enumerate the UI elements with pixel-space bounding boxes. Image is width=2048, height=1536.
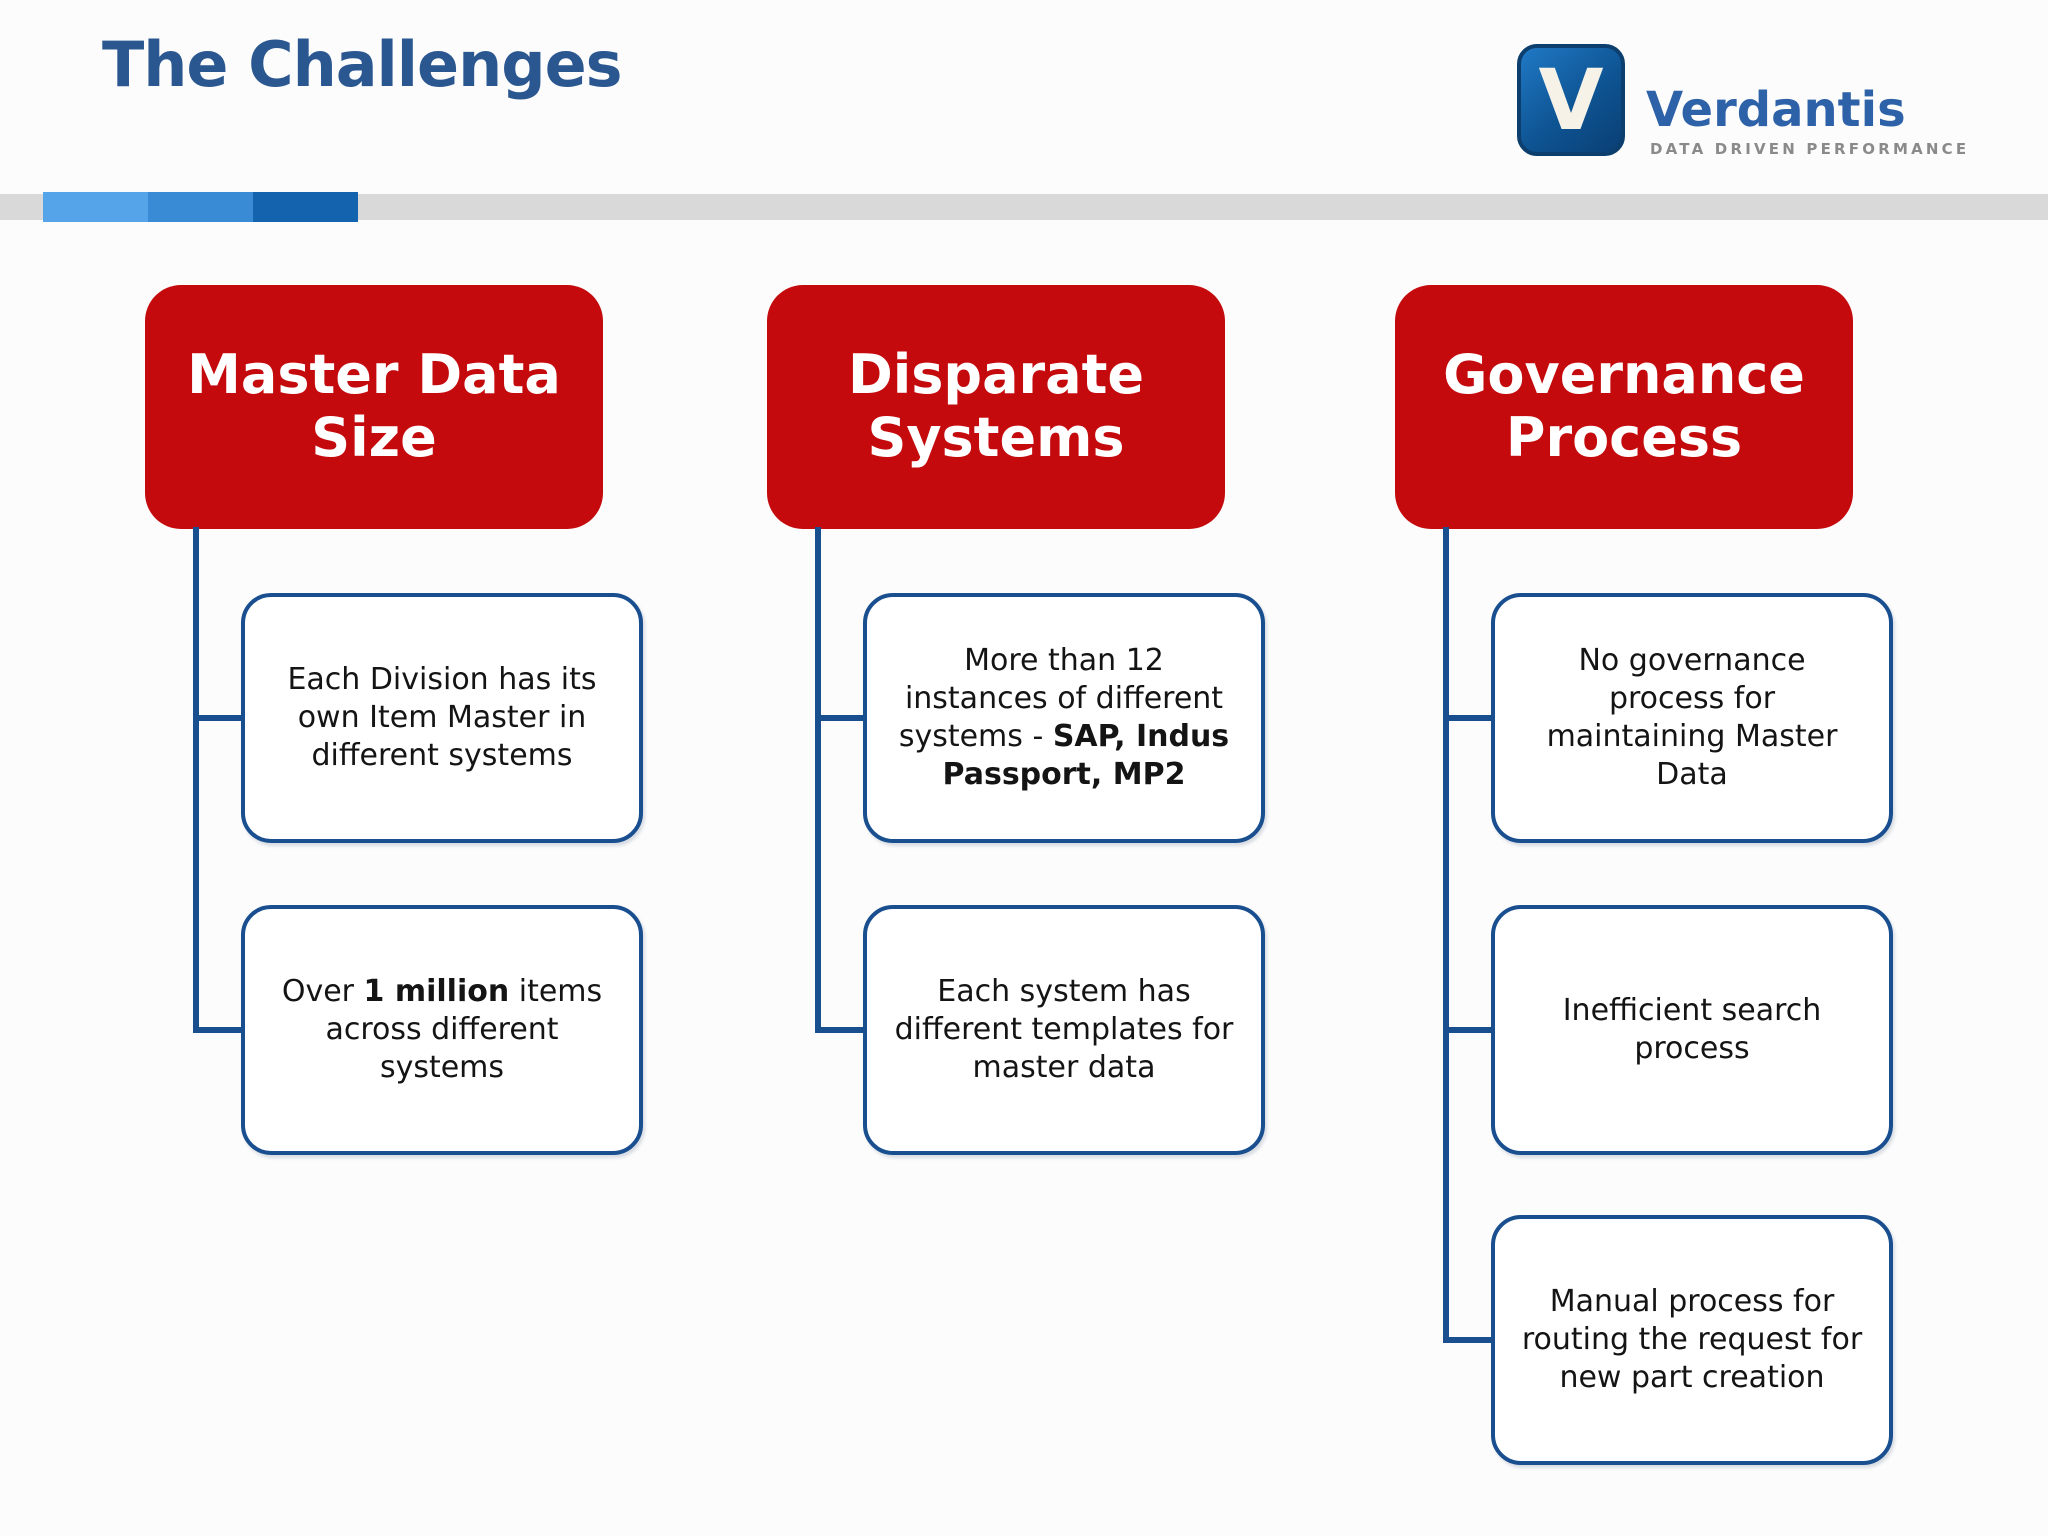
accent-bar-segment-3 bbox=[253, 192, 358, 222]
connector-trunk bbox=[193, 527, 199, 1033]
connector-stub bbox=[815, 715, 867, 721]
page-title: The Challenges bbox=[102, 28, 623, 101]
connector-stub bbox=[1443, 715, 1495, 721]
challenge-item: No governance process for maintaining Ma… bbox=[1491, 593, 1893, 843]
challenge-item-text: Inefficient search process bbox=[1562, 993, 1822, 1066]
connector-stub bbox=[1443, 1337, 1495, 1343]
challenge-item: Manual process for routing the request f… bbox=[1491, 1215, 1893, 1465]
challenge-item-text: Each Division has its own Item Master in… bbox=[287, 662, 597, 773]
accent-bar-segment-1 bbox=[43, 192, 148, 222]
connector-trunk bbox=[815, 527, 821, 1033]
logo-tagline: DATA DRIVEN PERFORMANCE bbox=[1650, 140, 1970, 158]
connector-stub bbox=[815, 1027, 867, 1033]
connector-stub bbox=[1443, 1027, 1495, 1033]
challenge-item-text: Manual process for routing the request f… bbox=[1521, 1284, 1863, 1395]
logo-letter: V bbox=[1538, 51, 1604, 149]
challenge-item: Each system has different templates for … bbox=[863, 905, 1265, 1155]
connector-trunk bbox=[1443, 527, 1449, 1343]
challenge-item-text: Over 1 million items across different sy… bbox=[281, 974, 603, 1085]
challenge-item-text: No governance process for maintaining Ma… bbox=[1546, 643, 1838, 792]
challenge-header-disparate-systems: Disparate Systems bbox=[767, 285, 1225, 529]
accent-bar-segment-2 bbox=[148, 192, 253, 222]
verdantis-logo-icon: V bbox=[1517, 44, 1625, 156]
challenge-item: Each Division has its own Item Master in… bbox=[241, 593, 643, 843]
challenge-item: More than 12 instances of different syst… bbox=[863, 593, 1265, 843]
challenge-item-text: Each system has different templates for … bbox=[894, 974, 1234, 1085]
challenge-header-label: Governance Process bbox=[1443, 343, 1805, 469]
challenge-header-master-data-size: Master Data Size bbox=[145, 285, 603, 529]
connector-stub bbox=[193, 1027, 245, 1033]
challenge-item: Inefficient search process bbox=[1491, 905, 1893, 1155]
challenge-header-governance-process: Governance Process bbox=[1395, 285, 1853, 529]
challenge-header-label: Master Data Size bbox=[187, 343, 561, 469]
challenge-item: Over 1 million items across different sy… bbox=[241, 905, 643, 1155]
connector-stub bbox=[193, 715, 245, 721]
challenge-header-label: Disparate Systems bbox=[847, 343, 1145, 469]
challenge-item-text: More than 12 instances of different syst… bbox=[898, 643, 1230, 792]
logo-brand-text: Verdantis bbox=[1646, 82, 1906, 138]
